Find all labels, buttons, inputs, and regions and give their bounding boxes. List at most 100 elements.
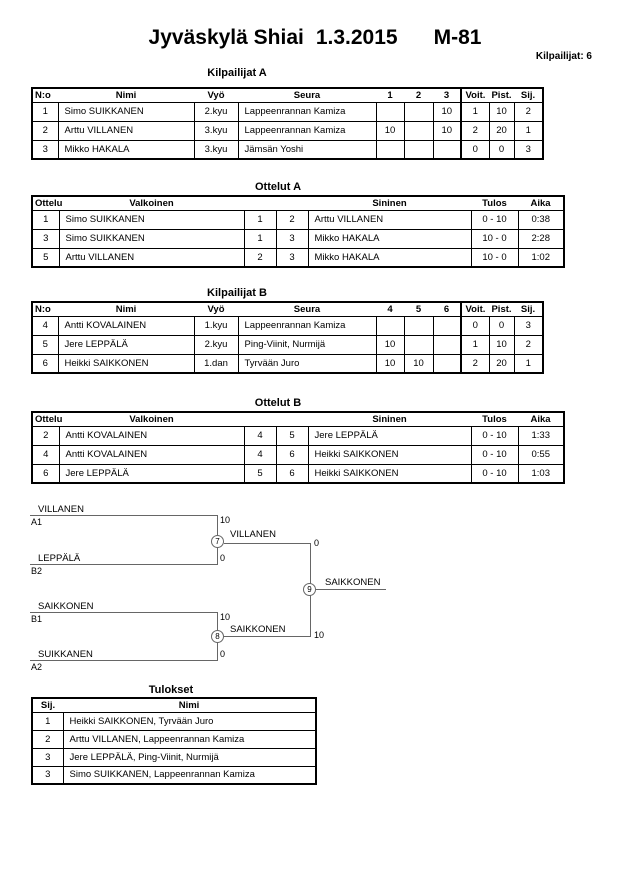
- match-result: 0 - 10: [470, 209, 519, 230]
- bracket-score: 10: [220, 612, 231, 622]
- wins: 2: [460, 120, 490, 141]
- blue-number: 3: [275, 247, 309, 268]
- matches-b-title: Ottelut B: [254, 397, 302, 409]
- match-number-badge: 9: [303, 583, 316, 596]
- competitor-number: 6: [31, 353, 59, 374]
- pool-score: 10: [375, 353, 405, 374]
- col-header: Tulos: [471, 196, 518, 211]
- competitor-belt: 1.kyu: [193, 315, 239, 336]
- blue-competitor: Mikko HAKALA: [307, 247, 472, 268]
- table-row: 3 Simo SUIKKANEN 1 3 Mikko HAKALA 10 - 0…: [31, 228, 565, 249]
- table-header-row: N:o Nimi Vyö Seura 1 2 3 Voit. Pist. Sij…: [32, 88, 543, 103]
- competitor-belt: 3.kyu: [193, 139, 239, 160]
- bracket-score: 10: [220, 515, 231, 525]
- competitor-belt: 2.kyu: [193, 334, 239, 355]
- blue-competitor: Heikki SAIKKONEN: [307, 444, 472, 465]
- competitor-name: Mikko HAKALA: [57, 139, 195, 160]
- table-row: 1 Simo SUIKKANEN 1 2 Arttu VILLANEN 0 - …: [31, 209, 565, 230]
- bracket-seed: A2: [31, 662, 43, 672]
- table-row: 3 Jere LEPPÄLÄ, Ping-Viinit, Nurmijä: [31, 747, 317, 767]
- bracket-winner-name: SAIKKONEN: [230, 624, 286, 635]
- bracket-player-name: SAIKKONEN: [38, 601, 94, 612]
- white-competitor: Antti KOVALAINEN: [58, 425, 245, 446]
- bracket-line: [30, 515, 217, 516]
- col-header: Ottelu: [32, 412, 62, 427]
- placement: 2: [513, 334, 544, 355]
- wins: 0: [460, 315, 490, 336]
- table-row: 1 Simo SUIKKANEN 2.kyu Lappeenrannan Kam…: [31, 101, 544, 122]
- placement: 1: [31, 711, 64, 731]
- match-time: 2:28: [517, 228, 565, 249]
- table-header-row: Ottelu Valkoinen Sininen Tulos Aika: [32, 412, 564, 427]
- competitor-belt: 1.dan: [193, 353, 239, 374]
- col-header: Voit.: [460, 88, 489, 103]
- pool-score: [375, 101, 405, 122]
- blue-number: 6: [275, 444, 309, 465]
- points: 0: [488, 139, 515, 160]
- weight-category: M-81: [433, 26, 482, 49]
- placement: 3: [31, 747, 64, 767]
- bracket-line: [310, 590, 311, 637]
- pool-score: [432, 315, 462, 336]
- table-row: 1 Heikki SAIKKONEN, Tyrvään Juro: [31, 711, 317, 731]
- col-header: N:o: [32, 88, 58, 103]
- table-row: 6 Heikki SAIKKONEN 1.dan Tyrvään Juro 10…: [31, 353, 544, 374]
- matches-a-table: Ottelu Valkoinen Sininen Tulos Aika 1 Si…: [31, 195, 565, 268]
- pool-score: [403, 101, 434, 122]
- match-result: 0 - 10: [470, 463, 519, 484]
- match-number-badge: 7: [211, 535, 224, 548]
- table-row: 5 Arttu VILLANEN 2 3 Mikko HAKALA 10 - 0…: [31, 247, 565, 268]
- points: 20: [488, 120, 515, 141]
- col-header: N:o: [32, 302, 58, 317]
- col-header: Nimi: [58, 88, 194, 103]
- placement: 3: [513, 139, 544, 160]
- col-header: Vyö: [194, 88, 238, 103]
- match-number-badge: 8: [211, 630, 224, 643]
- col-header: Aika: [518, 196, 564, 211]
- col-header: Vyö: [194, 302, 238, 317]
- white-competitor: Antti KOVALAINEN: [58, 444, 245, 465]
- col-header: 1: [376, 88, 404, 103]
- competitor-number: 1: [31, 101, 59, 122]
- match-number: 3: [31, 228, 60, 249]
- col-header: 3: [433, 88, 461, 103]
- match-time: 1:03: [517, 463, 565, 484]
- col-header: Aika: [518, 412, 564, 427]
- competitor-club: Jämsän Yoshi: [237, 139, 377, 160]
- col-header: 2: [404, 88, 433, 103]
- pool-b-table: N:o Nimi Vyö Seura 4 5 6 Voit. Pist. Sij…: [31, 301, 544, 374]
- bracket-line: [224, 636, 311, 637]
- match-result: 0 - 10: [470, 444, 519, 465]
- match-number: 1: [31, 209, 60, 230]
- bracket-score: 10: [314, 630, 325, 640]
- blue-competitor: Arttu VILLANEN: [307, 209, 472, 230]
- col-header: Ottelu: [32, 196, 62, 211]
- table-row: 2 Arttu VILLANEN, Lappeenrannan Kamiza: [31, 729, 317, 749]
- event-name: Jyväskylä Shiai: [148, 26, 304, 49]
- result-name: Simo SUIKKANEN, Lappeenrannan Kamiza: [62, 765, 317, 785]
- white-competitor: Simo SUIKKANEN: [58, 228, 245, 249]
- col-header: Pist.: [489, 88, 514, 103]
- col-header: Valkoinen: [59, 412, 244, 427]
- points: 10: [488, 334, 515, 355]
- white-number: 1: [243, 209, 277, 230]
- table-row: 3 Simo SUIKKANEN, Lappeenrannan Kamiza: [31, 765, 317, 785]
- col-header: [244, 412, 276, 427]
- wins: 1: [460, 101, 490, 122]
- col-header: [244, 196, 276, 211]
- col-header: Pist.: [489, 302, 514, 317]
- results-table: Sij. Nimi 1 Heikki SAIKKONEN, Tyrvään Ju…: [31, 697, 317, 785]
- competitor-name: Jere LEPPÄLÄ: [57, 334, 195, 355]
- col-header: Voit.: [460, 302, 489, 317]
- pool-score: 10: [432, 101, 462, 122]
- pool-score: 10: [403, 353, 434, 374]
- col-header: Sininen: [308, 196, 471, 211]
- match-number: 4: [31, 444, 60, 465]
- matches-b-table: Ottelu Valkoinen Sininen Tulos Aika 2 An…: [31, 411, 565, 484]
- blue-competitor: Heikki SAIKKONEN: [307, 463, 472, 484]
- competitor-club: Ping-Viinit, Nurmijä: [237, 334, 377, 355]
- col-header: Nimi: [63, 698, 316, 713]
- white-number: 1: [243, 228, 277, 249]
- blue-number: 5: [275, 425, 309, 446]
- white-number: 5: [243, 463, 277, 484]
